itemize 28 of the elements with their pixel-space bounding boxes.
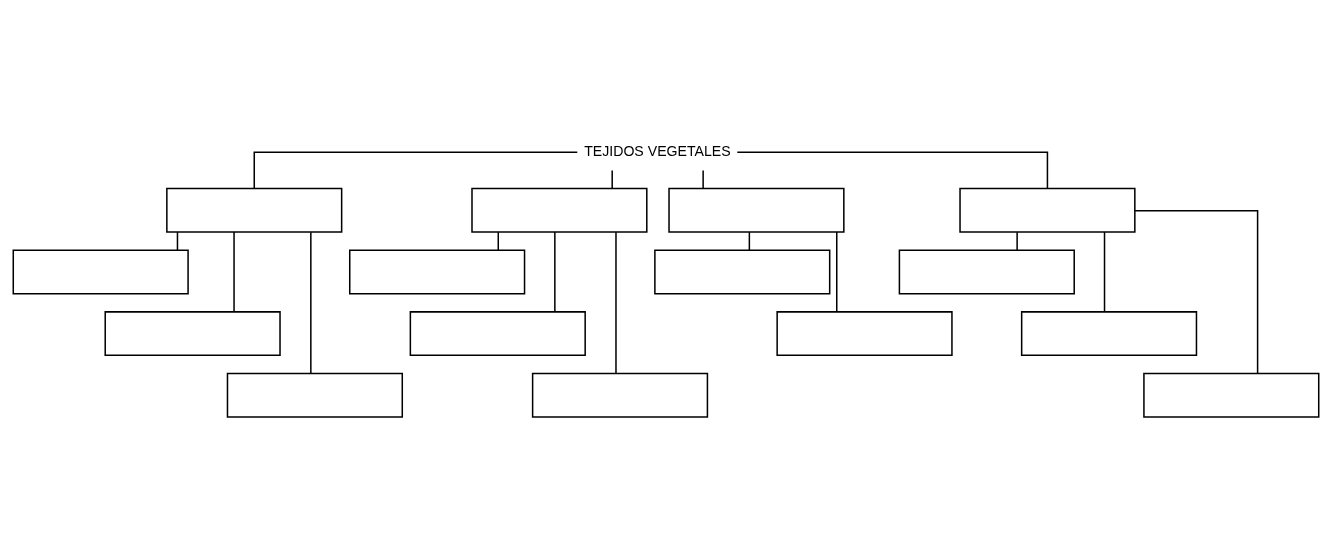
node-box bbox=[959, 187, 1136, 233]
node-box bbox=[1143, 372, 1320, 418]
connector bbox=[1134, 210, 1259, 375]
node-box bbox=[104, 311, 281, 357]
node-box bbox=[654, 249, 831, 295]
connector bbox=[836, 231, 838, 313]
connector bbox=[1103, 231, 1106, 313]
connector bbox=[310, 231, 312, 375]
node-box bbox=[471, 187, 648, 233]
node-box bbox=[226, 372, 404, 418]
connector bbox=[1016, 231, 1018, 251]
node-box bbox=[349, 249, 526, 295]
node-box bbox=[776, 311, 953, 357]
connector bbox=[611, 169, 613, 189]
node-box bbox=[409, 311, 586, 357]
node-box bbox=[12, 249, 189, 295]
connector bbox=[702, 169, 704, 189]
connector bbox=[736, 151, 1049, 190]
node-box bbox=[898, 249, 1075, 295]
node-box bbox=[668, 187, 845, 233]
connector bbox=[615, 231, 617, 375]
node-box bbox=[531, 372, 709, 418]
connector bbox=[233, 231, 235, 313]
node-text: TEJIDOS VEGETALES bbox=[584, 142, 731, 159]
connector bbox=[253, 151, 579, 190]
connector bbox=[554, 231, 556, 313]
node-box bbox=[166, 187, 343, 233]
node-box bbox=[1020, 311, 1198, 357]
